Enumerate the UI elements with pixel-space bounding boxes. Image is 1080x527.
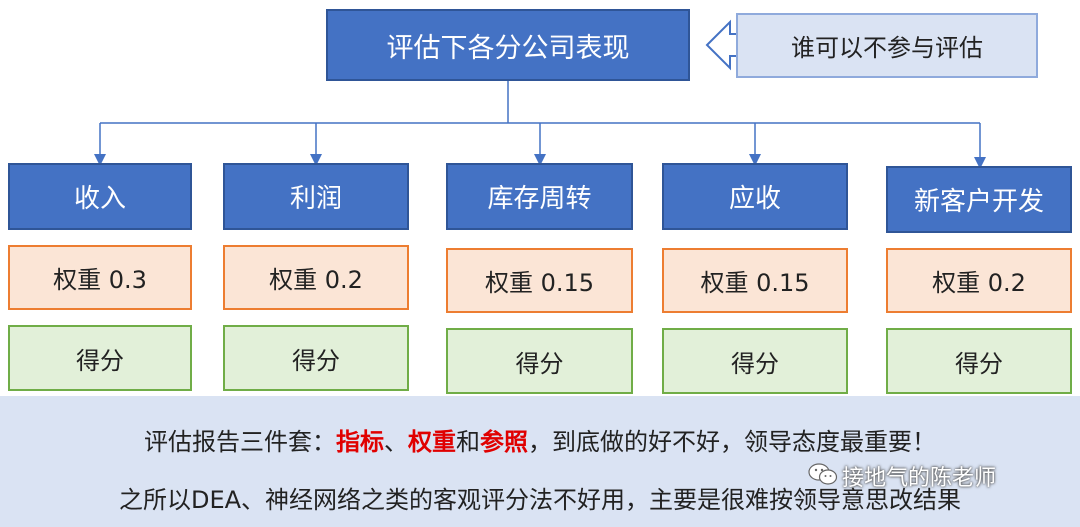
exclusion-note-box: 谁可以不参与评估	[736, 13, 1038, 78]
term-indicator: 指标	[336, 428, 384, 456]
watermark: 接地气的陈老师	[842, 466, 997, 491]
category-box-profit: 利润	[223, 163, 409, 230]
weight-label: 权重 0.3	[53, 266, 147, 294]
main-title: 评估下各分公司表现	[386, 32, 630, 64]
category-label: 利润	[289, 184, 342, 214]
score-label: 得分	[76, 346, 124, 375]
category-label: 库存周转	[487, 184, 592, 214]
score-label: 得分	[515, 349, 564, 378]
notes-line-1: 评估报告三件套：指标、权重和参照，到底做的好不好，领导态度最重要！	[0, 422, 1080, 457]
category-box-inventory: 库存周转	[446, 163, 633, 230]
weight-box-income: 权重 0.3	[8, 245, 192, 310]
term-weight: 权重	[408, 428, 456, 456]
score-box-inventory: 得分	[446, 328, 633, 394]
weight-label: 权重 0.15	[484, 269, 595, 297]
category-box-receivable: 应收	[662, 163, 848, 230]
weight-label: 权重 0.15	[700, 269, 810, 297]
category-label: 收入	[73, 184, 126, 214]
score-box-new-customer: 得分	[886, 328, 1072, 394]
score-label: 得分	[292, 346, 340, 375]
notes-line-2: 之所以DEA、神经网络之类的客观评分法不好用，主要是很难按领导意思改结果	[118, 486, 962, 514]
notes-panel: 评估报告三件套：指标、权重和参照，到底做的好不好，领导态度最重要！ 之所以DEA…	[0, 396, 1080, 527]
weight-box-receivable: 权重 0.15	[662, 248, 848, 313]
score-label: 得分	[955, 349, 1003, 378]
notes-sep-1: 、	[384, 428, 408, 456]
category-label: 应收	[728, 184, 781, 214]
score-label: 得分	[731, 349, 779, 378]
main-title-box: 评估下各分公司表现	[326, 9, 690, 81]
term-reference: 参照	[480, 428, 528, 456]
weight-box-inventory: 权重 0.15	[446, 248, 633, 313]
exclusion-note: 谁可以不参与评估	[791, 34, 983, 62]
weight-label: 权重 0.2	[269, 266, 363, 294]
category-box-new-customer: 新客户开发	[886, 166, 1072, 233]
notes-sep-2: 和	[456, 428, 480, 456]
notes-prefix: 评估报告三件套：	[144, 428, 336, 456]
weight-label: 权重 0.2	[932, 269, 1026, 297]
wechat-icon	[808, 463, 838, 485]
score-box-income: 得分	[8, 325, 192, 391]
category-box-income: 收入	[8, 163, 192, 230]
category-label: 新客户开发	[913, 187, 1044, 217]
score-box-profit: 得分	[223, 325, 409, 391]
notes-suffix: ，到底做的好不好，领导态度最重要！	[528, 428, 936, 456]
score-box-receivable: 得分	[662, 328, 848, 394]
weight-box-new-customer: 权重 0.2	[886, 248, 1072, 313]
weight-box-profit: 权重 0.2	[223, 245, 409, 310]
